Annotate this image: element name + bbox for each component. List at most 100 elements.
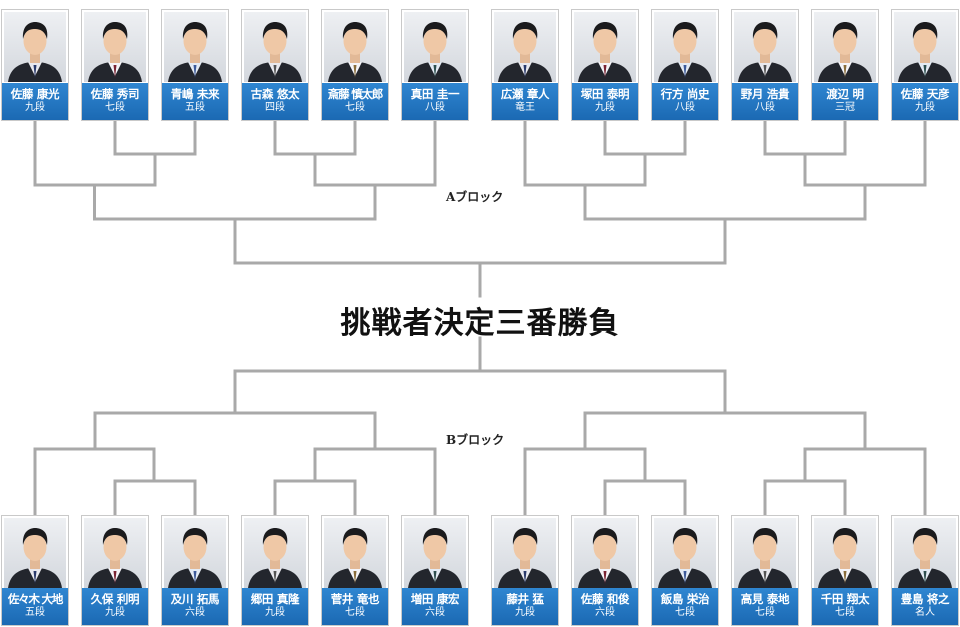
player-photo: [494, 12, 556, 82]
player-label: 増田 康宏六段: [402, 588, 468, 625]
player-label: 郷田 真隆九段: [242, 588, 308, 625]
player-name: 塚田 泰明: [580, 87, 630, 101]
player-name: 久保 利明: [90, 592, 140, 606]
player-photo: [654, 518, 716, 588]
player-card: 佐々木 大地五段: [1, 515, 69, 626]
player-label: 久保 利明九段: [82, 588, 148, 625]
player-label: 豊島 将之名人: [892, 588, 958, 625]
player-card: 佐藤 天彦九段: [891, 9, 959, 121]
player-rank: 九段: [25, 102, 45, 113]
bracket-line-a: [93, 217, 377, 265]
player-label: 佐藤 康光九段: [2, 83, 68, 120]
bracket-line-b: [113, 447, 197, 517]
page-title: 挑戦者決定三番勝負: [340, 306, 620, 341]
player-name: 千田 翔太: [820, 592, 870, 606]
player-card: 菅井 竜也七段: [321, 515, 389, 626]
player-label: 佐藤 和俊六段: [572, 588, 638, 625]
player-photo: [814, 12, 876, 82]
player-card: 広瀬 章人竜王: [491, 9, 559, 121]
player-card: 真田 圭一八段: [401, 9, 469, 121]
player-rank: 三冠: [835, 102, 855, 113]
player-photo: [4, 12, 66, 82]
player-photo: [164, 518, 226, 588]
player-name: 佐藤 秀司: [90, 87, 140, 101]
block-b-label: Bブロック: [446, 433, 505, 447]
bracket-line-b: [763, 447, 847, 517]
player-rank: 九段: [915, 102, 935, 113]
player-rank: 八段: [425, 102, 445, 113]
player-name: 高見 泰地: [740, 592, 790, 606]
player-label: 及川 拓馬六段: [162, 588, 228, 625]
player-name: 渡辺 明: [826, 87, 864, 101]
bracket-line-a: [803, 183, 927, 221]
player-card: 行方 尚史八段: [651, 9, 719, 121]
player-label: 飯島 栄治七段: [652, 588, 718, 625]
player-photo: [84, 518, 146, 588]
player-photo: [84, 12, 146, 82]
player-photo: [574, 12, 636, 82]
player-card: 及川 拓馬六段: [161, 515, 229, 626]
player-photo: [244, 12, 306, 82]
player-photo: [244, 518, 306, 588]
bracket-line-a: [313, 183, 437, 221]
player-name: 豊島 将之: [900, 592, 950, 606]
player-photo: [894, 518, 956, 588]
player-photo: [324, 12, 386, 82]
bracket-line-a: [33, 183, 156, 221]
player-photo: [324, 518, 386, 588]
block-a-label: Aブロック: [446, 190, 504, 204]
player-rank: 七段: [345, 607, 365, 618]
player-photo: [894, 12, 956, 82]
player-label: 菅井 竜也七段: [322, 588, 388, 625]
player-card: 青嶋 未来五段: [161, 9, 229, 121]
player-name: 広瀬 章人: [500, 87, 550, 101]
player-name: 佐藤 天彦: [900, 87, 950, 101]
bracket-line-a: [113, 119, 197, 187]
player-label: 藤井 猛九段: [492, 588, 558, 625]
player-label: 行方 尚史八段: [652, 83, 718, 120]
player-name: 郷田 真隆: [250, 592, 300, 606]
player-rank: 四段: [265, 102, 285, 113]
player-photo: [734, 518, 796, 588]
player-card: 藤井 猛九段: [491, 515, 559, 626]
player-name: 青嶋 未来: [170, 87, 220, 101]
bracket-line-b: [33, 411, 156, 451]
player-rank: 六段: [425, 607, 445, 618]
player-photo: [404, 518, 466, 588]
player-rank: 九段: [105, 607, 125, 618]
player-card: 豊島 将之名人: [891, 515, 959, 626]
player-name: 真田 圭一: [410, 87, 460, 101]
bracket-line-b: [603, 447, 687, 517]
bracket-final-line-b: [233, 336, 727, 373]
player-label: 塚田 泰明九段: [572, 83, 638, 120]
player-label: 佐藤 天彦九段: [892, 83, 958, 120]
player-name: 佐藤 和俊: [580, 592, 630, 606]
player-name: 古森 悠太: [250, 87, 300, 101]
player-photo: [404, 12, 466, 82]
bracket-final-line-a: [233, 261, 727, 298]
player-label: 佐藤 秀司七段: [82, 83, 148, 120]
player-rank: 八段: [675, 102, 695, 113]
player-label: 千田 翔太七段: [812, 588, 878, 625]
player-label: 斎藤 慎太郎七段: [322, 83, 388, 120]
player-rank: 七段: [755, 607, 775, 618]
player-card: 斎藤 慎太郎七段: [321, 9, 389, 121]
bracket-line-a: [763, 119, 847, 187]
bracket-line-a: [523, 183, 647, 221]
player-name: 佐藤 康光: [10, 87, 60, 101]
player-card: 千田 翔太七段: [811, 515, 879, 626]
bracket-line-b: [93, 369, 377, 415]
player-card: 久保 利明九段: [81, 515, 149, 626]
player-photo: [494, 518, 556, 588]
player-name: 菅井 竜也: [330, 592, 380, 606]
player-label: 広瀬 章人竜王: [492, 83, 558, 120]
player-card: 渡辺 明三冠: [811, 9, 879, 121]
player-photo: [574, 518, 636, 588]
player-rank: 六段: [185, 607, 205, 618]
player-rank: 九段: [515, 607, 535, 618]
player-rank: 竜王: [515, 102, 535, 113]
player-card: 野月 浩貴八段: [731, 9, 799, 121]
player-card: 佐藤 和俊六段: [571, 515, 639, 626]
player-name: 野月 浩貴: [740, 87, 790, 101]
